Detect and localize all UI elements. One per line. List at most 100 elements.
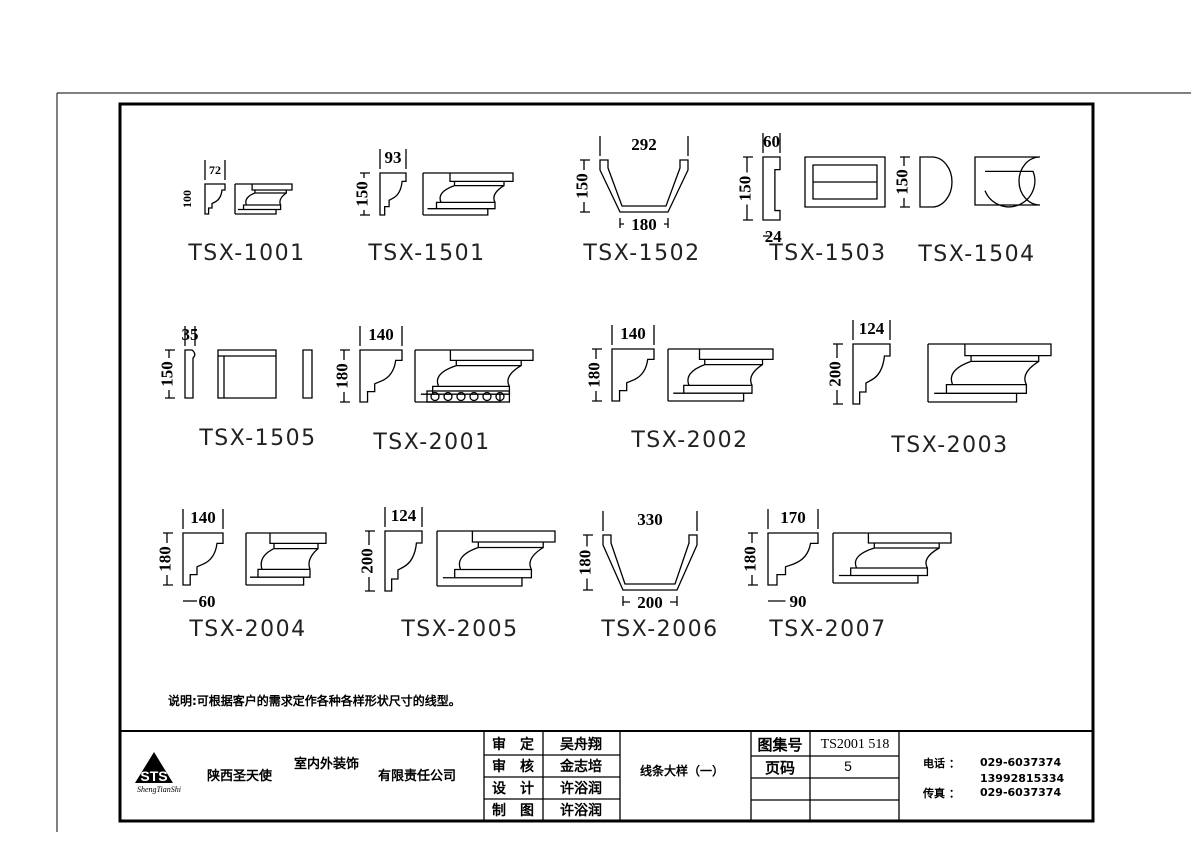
section [611,348,655,402]
dimension-width: 140 [368,325,394,344]
profile-code-label: TSX-1505 [198,426,316,451]
dimension-height: 180 [156,546,175,572]
bead [482,391,492,402]
dimension-line-width [204,160,226,180]
page-label: 页码 [765,759,795,777]
elevation [927,343,1052,403]
section [384,530,423,592]
profile-code-label: TSX-1502 [582,241,700,266]
elevation [832,532,952,584]
elevation [667,348,774,402]
dimension-width: 93 [385,148,402,167]
dimension-height: 180 [741,546,760,572]
dimension-height: 180 [333,363,352,389]
dimension-width: 124 [859,319,885,338]
profile-code-label: TSX-2004 [188,617,306,642]
elevation [422,172,514,216]
profile-code-label: TSX-2007 [768,617,886,642]
profile-drawings: 72100TSX-100193150TSX-1501292150180TSX-1… [156,132,1052,642]
dimension-line-width [602,511,698,531]
dimension-line-width [184,326,196,346]
role-name: 许浴润 [560,802,602,819]
dimension-height: 150 [353,181,372,207]
profile-code-label: TSX-1001 [187,241,305,266]
dimension-width: 170 [780,508,806,527]
dimension-height: 150 [573,173,592,199]
role-label: 审 核 [492,758,534,775]
section [184,349,196,399]
elevation [217,349,277,399]
dimension-bottom: 180 [631,215,657,234]
dimension-bottom: 60 [199,592,216,611]
role-label: 制 图 [492,802,534,819]
fax-label: 传真 ： [922,786,960,800]
fax-value: 029-6037374 [980,786,1061,799]
section [379,172,407,216]
dimension-width: 292 [631,135,657,154]
profile-code-label: TSX-2005 [400,617,518,642]
dimension-line-width [182,509,224,529]
bead [456,391,466,402]
dimension-line-width [611,325,655,345]
title-block: STS ShengTianShi 陕西圣天使 室内外装饰 有限责任公司 审 定吴… [135,731,1065,821]
role-label: 设 计 [492,780,534,797]
dimension-width: 140 [190,508,216,527]
dimension-line-width [852,320,891,340]
role-name: 吴舟翔 [560,736,602,753]
section [359,349,403,403]
section [204,183,226,215]
company-logo: STS ShengTianShi [135,752,181,794]
elevation [245,532,327,586]
dimension-line-width [384,507,423,527]
profile-code-label: TSX-1504 [917,242,1035,267]
drawing-title: 线条大样（一） [640,763,724,778]
dimension-height: 150 [893,169,912,195]
dimension-height: 180 [576,550,595,576]
bead [443,391,453,402]
dimension-width: 72 [209,163,221,177]
dimension-height: 150 [158,361,177,387]
drawing-border [118,102,1095,823]
dimension-line-width [599,136,689,156]
elevation [804,156,886,208]
dimension-line-width [762,133,781,153]
section [762,156,781,221]
phone-label: 电话 ： [923,756,960,770]
dimension-width: 60 [763,132,780,151]
profile-code-label: TSX-2003 [890,433,1008,458]
elevation [414,349,534,403]
dimension-height: 150 [736,176,755,202]
profile-code-label: TSX-2001 [372,430,490,455]
section [767,532,819,586]
dimension-line-width [359,326,403,346]
atlas-value: TS2001 518 [821,737,890,752]
company-name: 陕西圣天使 [207,768,273,784]
dimension-height: 180 [585,362,604,388]
dimension-width: 140 [620,324,646,343]
profile-code-label: TSX-2006 [600,617,718,642]
section [182,532,224,586]
phone-value: 029-6037374 [980,756,1061,769]
svg-text:ShengTianShi: ShengTianShi [137,785,181,794]
profile-code-label: TSX-2002 [630,428,748,453]
section [852,343,891,405]
dimension-height: 200 [826,361,845,387]
elevation [974,156,1041,208]
svg-text:STS: STS [140,768,167,784]
role-name: 金志培 [559,758,602,775]
note-text: 说明:可根据客户的需求定作各种各样形状尺寸的线型。 [168,693,461,708]
company-suffix: 有限责任公司 [378,768,456,784]
page-value: 5 [844,758,852,774]
end-view [302,349,313,399]
bead [495,391,505,402]
company-mid: 室内外装饰 [294,756,359,772]
half-round-section [919,156,953,208]
